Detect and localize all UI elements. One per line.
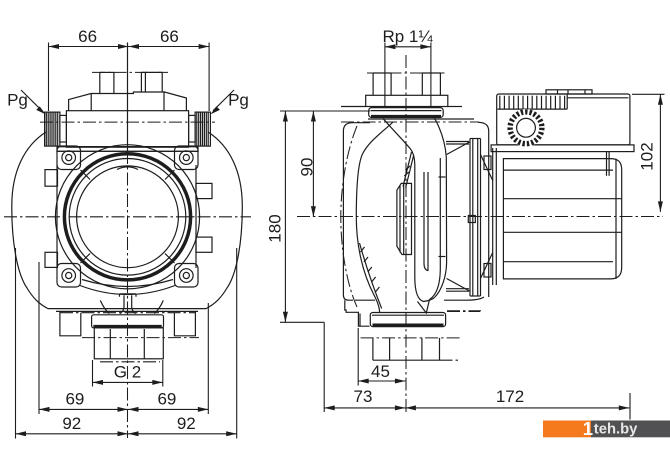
svg-text:92: 92	[177, 414, 196, 433]
svg-text:Pg: Pg	[228, 91, 249, 110]
svg-text:180: 180	[266, 214, 285, 242]
svg-text:92: 92	[62, 414, 81, 433]
svg-text:66: 66	[160, 27, 179, 46]
svg-text:69: 69	[157, 390, 176, 409]
svg-text:teh.by: teh.by	[594, 422, 638, 438]
svg-text:45: 45	[371, 362, 390, 381]
svg-text:1: 1	[583, 418, 593, 439]
svg-text:73: 73	[354, 387, 373, 406]
svg-text:Pg: Pg	[7, 91, 28, 110]
svg-text:G 2: G 2	[114, 363, 141, 382]
svg-text:90: 90	[298, 158, 317, 177]
svg-text:66: 66	[78, 27, 97, 46]
svg-text:102: 102	[638, 142, 657, 170]
svg-text:Rp 1¼: Rp 1¼	[382, 27, 433, 46]
svg-text:69: 69	[65, 390, 84, 409]
svg-text:172: 172	[496, 387, 524, 406]
